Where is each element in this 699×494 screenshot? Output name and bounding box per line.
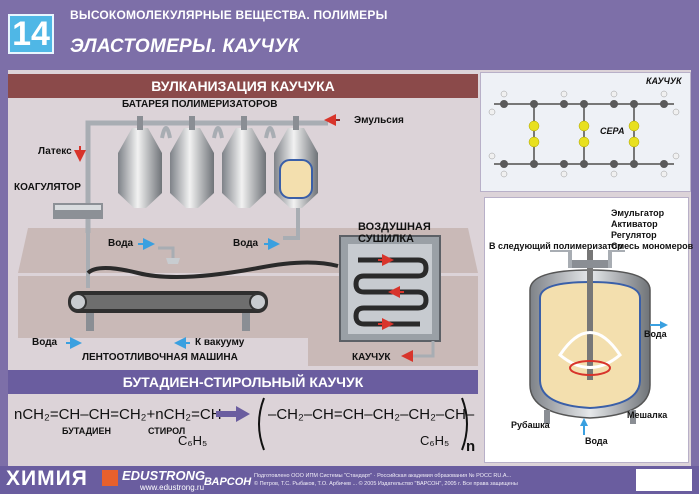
edustrong-brand: EDUSTRONG <box>122 468 206 483</box>
input-regulator: Регулятор <box>611 230 657 240</box>
water-label-3: Вода <box>32 337 58 348</box>
section-vulcanization: ВУЛКАНИЗАЦИЯ КАУЧУКА <box>8 74 478 98</box>
publisher-logo <box>636 469 692 491</box>
stirrer-label: Мешалка <box>627 410 668 420</box>
fine-print-1: Подготовлено ООО ИПМ Системы "Стандарт" … <box>254 473 512 479</box>
reactor-water-in: Вода <box>585 436 608 446</box>
varson-brand: ВАРСОН <box>204 476 252 488</box>
formula-left-group: C₆H₅ <box>178 433 208 448</box>
dryer-label-2: СУШИЛКА <box>358 233 414 245</box>
input-monomers: Смесь мономеров <box>611 241 694 251</box>
formula-n: n <box>466 438 476 455</box>
emulsion-label: Эмульсия <box>354 115 404 126</box>
label-styrene: СТИРОЛ <box>148 426 186 436</box>
reaction-arrow <box>216 406 250 422</box>
polymerizer-4 <box>274 116 318 208</box>
lesson-number-box <box>8 14 54 54</box>
reactor-drawing <box>529 250 668 435</box>
fine-print-2: © Петров, Т.С. Рыбаков, Т.О. Арбичев ...… <box>254 481 518 487</box>
sulfur-label: СЕРА <box>600 126 625 136</box>
topic-title: ВЫСОКОМОЛЕКУЛЯРНЫЕ ВЕЩЕСТВА. ПОЛИМЕРЫ <box>70 8 388 22</box>
lesson-number: 14 <box>12 15 50 53</box>
polymer-brackets <box>258 397 468 451</box>
plant-diagram <box>18 114 478 366</box>
belt-machine-label: ЛЕНТООТЛИВОЧНАЯ МАШИНА <box>82 352 238 363</box>
vacuum-label: К вакууму <box>195 337 245 348</box>
belt-machine <box>68 291 268 331</box>
edustrong-logo-icon <box>102 470 118 486</box>
water-label-1: Вода <box>108 238 134 249</box>
dryer-label-1: ВОЗДУШНАЯ <box>358 221 431 233</box>
polymerizer-3 <box>222 116 266 208</box>
molecule-title: КАУЧУК <box>646 76 682 86</box>
latex-label: Латекс <box>38 146 72 157</box>
formula-right: –CH₂–CH=CH–CH₂–CH₂–CH– <box>268 406 475 423</box>
reactor-water-out: Вода <box>644 329 667 339</box>
molecule-box <box>480 72 691 192</box>
jacket-label: Рубашка <box>511 420 550 430</box>
edustrong-url: www.edustrong.ru <box>140 483 205 492</box>
rubber-out-label: КАУЧУК <box>352 352 391 363</box>
input-activator: Активатор <box>611 219 658 229</box>
input-emulsifier: Эмульгатор <box>611 208 665 218</box>
coagulator <box>53 203 103 219</box>
section-butadiene-styrene: БУТАДИЕН-СТИРОЛЬНЫЙ КАУЧУК <box>8 370 478 394</box>
polymerizer-2 <box>170 116 214 208</box>
water-label-2: Вода <box>233 238 259 249</box>
formula-right-group: C₆H₅ <box>420 433 450 448</box>
footer-logo: ХИМИЯ <box>6 467 88 490</box>
coagulator-label: КОАГУЛЯТОР <box>14 182 81 193</box>
molecule-drawing <box>488 90 680 178</box>
next-polymerizer-label: В следующий полимеризатор <box>489 241 623 251</box>
battery-label: БАТАРЕЯ ПОЛИМЕРИЗАТОРОВ <box>122 99 278 110</box>
page-title: ЭЛАСТОМЕРЫ. КАУЧУК <box>70 36 300 57</box>
polymerizer-1 <box>118 116 162 208</box>
label-butadiene: БУТАДИЕН <box>62 426 111 436</box>
air-dryer <box>339 235 441 342</box>
formula-left: nCH₂=CH–CH=CH₂+nCH₂=CH <box>14 406 222 423</box>
